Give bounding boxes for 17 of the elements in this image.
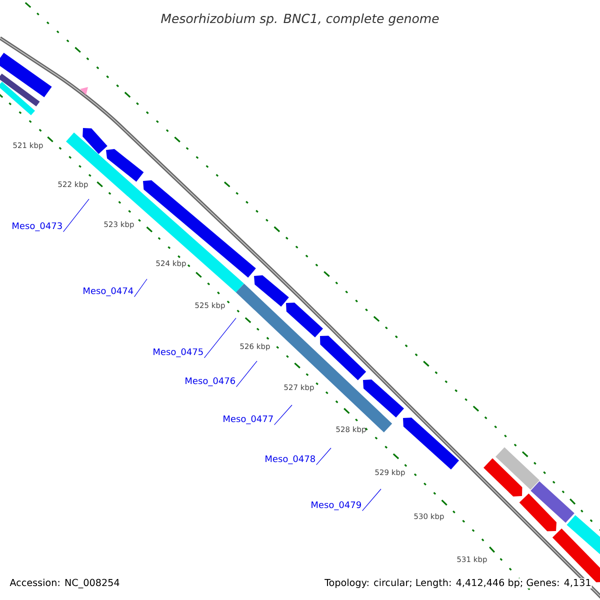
title: Mesorhizobium sp. BNC1, complete genome xyxy=(161,14,439,26)
leader-line xyxy=(316,448,332,466)
gene-label: Meso_0474 xyxy=(84,287,134,296)
gene-label: Meso_0477 xyxy=(224,415,273,424)
footer-text: Accession: NC_008254 xyxy=(10,578,120,588)
leader-line xyxy=(204,318,236,358)
leader-line xyxy=(274,404,292,426)
gene-label: Meso_0478 xyxy=(266,455,315,464)
gene-label: Meso_0473 xyxy=(12,222,62,232)
leader-line xyxy=(134,278,148,298)
leader-line xyxy=(63,198,90,232)
gene-label: Meso_0475 xyxy=(154,348,203,358)
gene-label: Meso_0479 xyxy=(312,501,361,510)
footer-text: Topology: circular; Length: 4,412,446 bp; Genes: 4,131 xyxy=(324,578,592,588)
leader-line xyxy=(362,488,382,512)
gene-label: Meso_0476 xyxy=(186,377,236,386)
leader-line xyxy=(236,360,258,388)
